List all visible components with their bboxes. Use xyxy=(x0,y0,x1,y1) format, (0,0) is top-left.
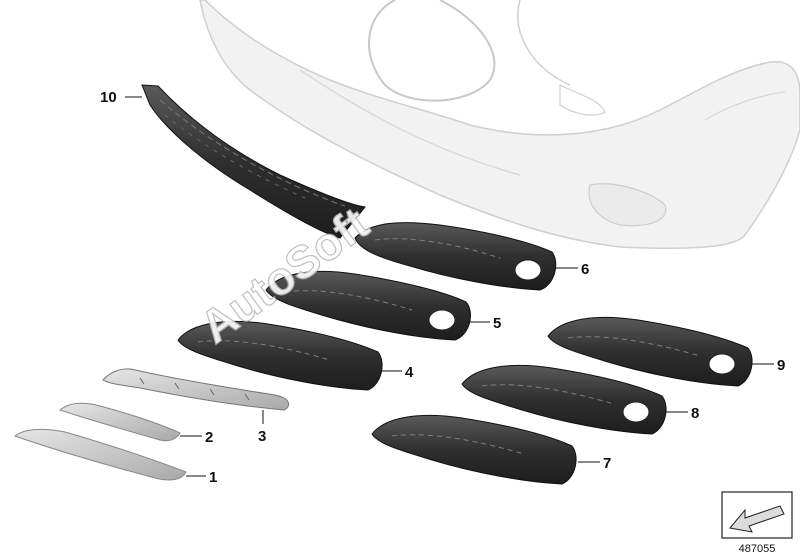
part-1-trim-strip xyxy=(13,428,187,481)
callout-9: 9 xyxy=(777,357,785,374)
callout-3: 3 xyxy=(258,428,266,445)
arrow-icon xyxy=(729,505,785,533)
callout-7: 7 xyxy=(603,455,611,472)
callout-10: 10 xyxy=(100,89,117,106)
part-9-grille-panel xyxy=(547,316,753,387)
part-5-grille-panel xyxy=(265,270,471,341)
part-6-grille-panel xyxy=(354,222,557,291)
callout-1: 1 xyxy=(209,469,217,486)
part-3-trim-strip xyxy=(102,368,290,411)
reference-box: 487055 xyxy=(721,491,793,555)
part-4-grille-panel xyxy=(177,320,383,391)
part-2-trim-strip xyxy=(58,402,181,442)
part-10-grille-strip xyxy=(141,84,366,239)
callout-2: 2 xyxy=(205,429,213,446)
callout-5: 5 xyxy=(493,315,501,332)
callout-4: 4 xyxy=(405,364,414,381)
callout-6: 6 xyxy=(581,261,589,278)
callout-8: 8 xyxy=(691,405,699,422)
part-8-grille-panel xyxy=(461,364,667,435)
part-7-grille-panel xyxy=(371,414,577,485)
reference-number: 487055 xyxy=(739,543,776,555)
leader-lines xyxy=(125,96,774,477)
